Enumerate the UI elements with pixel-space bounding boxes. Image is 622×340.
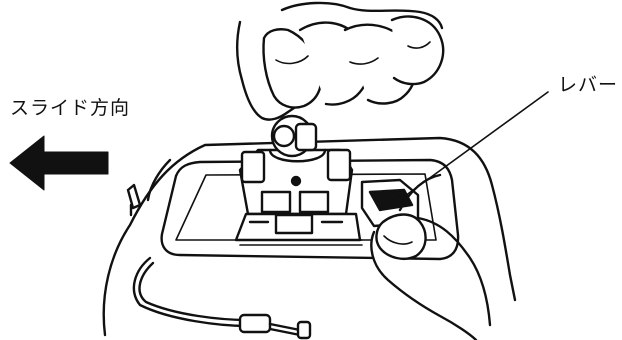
cable [134,258,310,338]
slide-direction-label: スライド方向 [10,93,130,120]
hand [237,3,443,120]
mount-bracket [236,116,362,245]
slide-direction-arrow [10,136,108,190]
lever-label: レバー [558,70,618,97]
